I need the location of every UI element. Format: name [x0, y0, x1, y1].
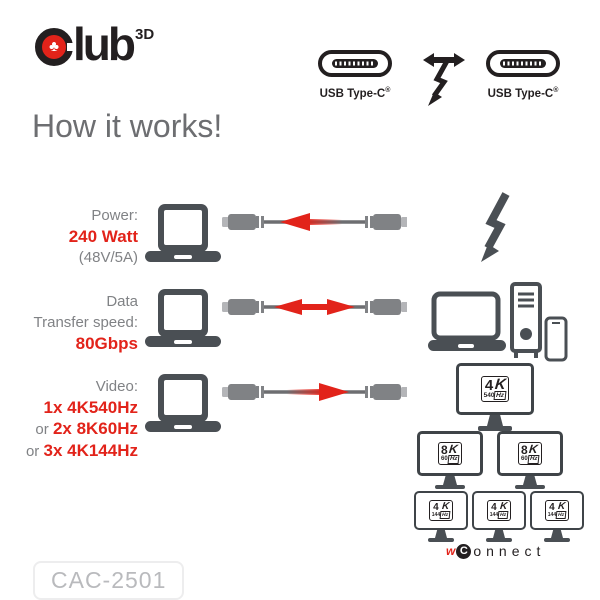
club3d-logo-c-icon: ♣ — [35, 28, 75, 66]
cable-arrow-both — [222, 299, 407, 315]
wconnect-rest: onnect — [473, 543, 546, 559]
usb-type-c-label: USB Type-C® — [319, 87, 391, 100]
video-mode-2: or 2x 8K60Hz — [35, 419, 138, 438]
laptop-outline-icon — [428, 291, 506, 351]
thunderbolt-arrow-icon — [423, 53, 465, 106]
wconnect-w: w — [446, 544, 456, 558]
video-mode-3: or 3x 4K144Hz — [25, 441, 138, 460]
video-mode-1: 1x 4K540Hz — [43, 398, 138, 417]
data-value: 80Gbps — [75, 334, 138, 353]
usb-c-plug-icon — [318, 50, 392, 77]
wconnect-c-icon: C — [456, 543, 472, 559]
product-code-badge: CAC-2501 — [33, 561, 185, 600]
club3d-logo: ♣ lub 3D — [35, 18, 155, 70]
wconnect-logo: w C onnect — [446, 543, 545, 559]
data-label-2: Transfer speed: — [33, 314, 139, 331]
video-label-block: Video: 1x 4K540Hz or 2x 8K60Hz or 3x 4K1… — [10, 376, 138, 462]
cable-arrow-left — [222, 213, 407, 231]
power-label: Power: — [91, 207, 138, 224]
power-detail: (48V/5A) — [78, 249, 138, 266]
laptop-icon — [145, 289, 221, 347]
page-title: How it works! — [32, 108, 223, 144]
cable-arrow-right — [222, 383, 407, 401]
power-label-block: Power: 240 Watt (48V/5A) — [10, 205, 138, 268]
power-bolt-icon — [481, 192, 510, 262]
smartphone-icon — [544, 316, 568, 362]
laptop-icon — [145, 204, 221, 262]
logo-3d-suffix: 3D — [134, 26, 155, 43]
usb-type-c-label: USB Type-C® — [487, 87, 559, 100]
video-label: Video: — [95, 378, 138, 395]
desktop-tower-icon — [510, 282, 542, 358]
usb-connector-left: USB Type-C® — [316, 50, 394, 100]
usb-c-plug-icon — [486, 50, 560, 77]
power-value: 240 Watt — [68, 227, 138, 246]
data-label-1: Data — [106, 293, 138, 310]
usb-connector-right: USB Type-C® — [484, 50, 562, 100]
club-suit-icon: ♣ — [42, 35, 66, 59]
logo-text: lub — [73, 18, 136, 70]
laptop-icon — [145, 374, 221, 432]
devices-group — [428, 282, 568, 362]
data-label-block: Data Transfer speed: 80Gbps — [10, 291, 139, 354]
